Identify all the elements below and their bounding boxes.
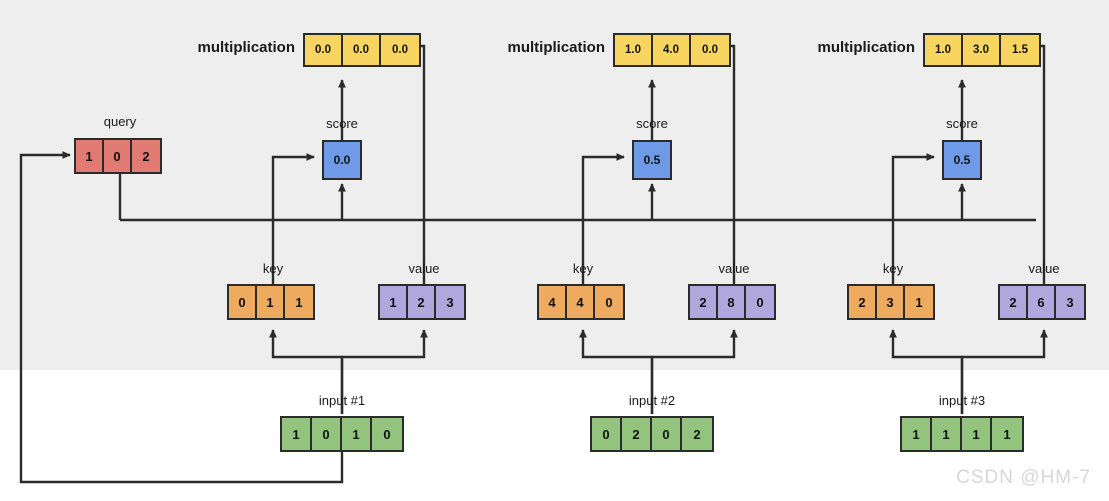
col2-mult-cell: 4.0 [653, 35, 691, 65]
col2-key-cell: 4 [539, 286, 567, 318]
col3-multiplication-label: multiplication [817, 39, 916, 56]
col2-input-cell: 2 [682, 418, 712, 450]
col3-value-cell: 2 [1000, 286, 1028, 318]
col1-key-cell: 1 [257, 286, 285, 318]
col1-score-cell: 0.0 [324, 142, 360, 178]
col2-score-label: score [636, 116, 668, 131]
col1-key-cell: 1 [285, 286, 313, 318]
col3-value-label: value [1028, 261, 1060, 276]
col1-value-label: value [408, 261, 440, 276]
col1-input-cell: 0 [312, 418, 342, 450]
col2-score-box[interactable]: 0.5 [632, 140, 672, 180]
col1-mult-cell: 0.0 [381, 35, 419, 65]
col1-key-row[interactable]: 0 1 1 [227, 284, 315, 320]
col2-multiplication-label: multiplication [507, 39, 606, 56]
col1-mult-cell: 0.0 [305, 35, 343, 65]
col1-multiplication-label: multiplication [197, 39, 296, 56]
col1-key-label: key [262, 261, 284, 276]
col1-multiplication-row[interactable]: 0.0 0.0 0.0 [303, 33, 421, 67]
col3-score-cell: 0.5 [944, 142, 980, 178]
col1-input-cell: 1 [342, 418, 372, 450]
query-row[interactable]: 1 0 2 [74, 138, 162, 174]
col2-score-cell: 0.5 [634, 142, 670, 178]
col1-input-row[interactable]: 1 0 1 0 [280, 416, 404, 452]
col2-mult-cell: 0.0 [691, 35, 729, 65]
col3-key-cell: 2 [849, 286, 877, 318]
col2-value-cell: 8 [718, 286, 746, 318]
col2-value-cell: 2 [690, 286, 718, 318]
col2-key-cell: 0 [595, 286, 623, 318]
col1-input-cell: 1 [282, 418, 312, 450]
col3-input-cell: 1 [932, 418, 962, 450]
col2-mult-cell: 1.0 [615, 35, 653, 65]
col2-input-label: input #2 [628, 393, 676, 408]
col3-input-cell: 1 [962, 418, 992, 450]
query-cell: 0 [104, 140, 132, 172]
col2-multiplication-row[interactable]: 1.0 4.0 0.0 [613, 33, 731, 67]
col3-value-row[interactable]: 2 6 3 [998, 284, 1086, 320]
query-label: query [103, 114, 137, 129]
col2-input-cell: 2 [622, 418, 652, 450]
col1-value-row[interactable]: 1 2 3 [378, 284, 466, 320]
col3-mult-cell: 3.0 [963, 35, 1001, 65]
col3-input-label: input #3 [938, 393, 986, 408]
col1-value-cell: 2 [408, 286, 436, 318]
col2-input-cell: 0 [592, 418, 622, 450]
col2-value-label: value [718, 261, 750, 276]
col1-value-cell: 3 [436, 286, 464, 318]
col2-key-label: key [572, 261, 594, 276]
col1-value-cell: 1 [380, 286, 408, 318]
col3-multiplication-row[interactable]: 1.0 3.0 1.5 [923, 33, 1041, 67]
col3-score-box[interactable]: 0.5 [942, 140, 982, 180]
col3-mult-cell: 1.5 [1001, 35, 1039, 65]
col3-key-row[interactable]: 2 3 1 [847, 284, 935, 320]
col1-key-cell: 0 [229, 286, 257, 318]
watermark: CSDN @HM-7 [956, 467, 1091, 488]
col3-mult-cell: 1.0 [925, 35, 963, 65]
col2-input-cell: 0 [652, 418, 682, 450]
col3-value-cell: 6 [1028, 286, 1056, 318]
col3-input-row[interactable]: 1 1 1 1 [900, 416, 1024, 452]
col3-key-label: key [882, 261, 904, 276]
col1-input-label: input #1 [318, 393, 366, 408]
col3-value-cell: 3 [1056, 286, 1084, 318]
col2-key-cell: 4 [567, 286, 595, 318]
col2-value-row[interactable]: 2 8 0 [688, 284, 776, 320]
col3-key-cell: 1 [905, 286, 933, 318]
col1-mult-cell: 0.0 [343, 35, 381, 65]
query-cell: 2 [132, 140, 160, 172]
col2-key-row[interactable]: 4 4 0 [537, 284, 625, 320]
col2-value-cell: 0 [746, 286, 774, 318]
col1-input-cell: 0 [372, 418, 402, 450]
query-cell: 1 [76, 140, 104, 172]
col1-score-box[interactable]: 0.0 [322, 140, 362, 180]
col3-input-cell: 1 [992, 418, 1022, 450]
col3-score-label: score [946, 116, 978, 131]
col1-score-label: score [326, 116, 358, 131]
col2-input-row[interactable]: 0 2 0 2 [590, 416, 714, 452]
col3-key-cell: 3 [877, 286, 905, 318]
col3-input-cell: 1 [902, 418, 932, 450]
